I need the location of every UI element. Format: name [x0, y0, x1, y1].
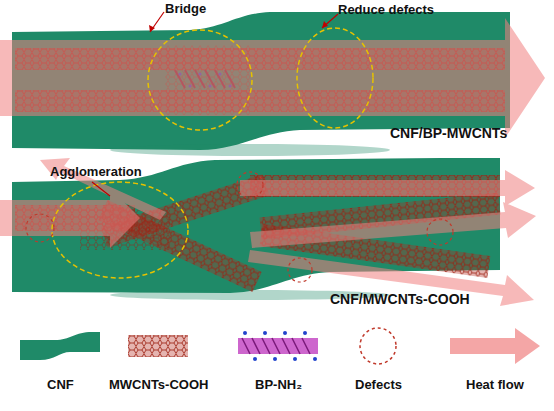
agglomeration-ring — [52, 182, 188, 278]
label-text: Bridge — [165, 2, 206, 16]
label-text: CNF/MWCNTs-COOH — [330, 292, 470, 307]
leader — [322, 14, 338, 28]
label-text: CNF/BP-MWCNTs — [390, 126, 507, 141]
defect-sample — [360, 328, 396, 364]
leader — [92, 182, 110, 196]
heat-flow-arrow — [0, 158, 536, 306]
legend-text: Heat flow — [466, 378, 524, 392]
label-text: Reduce defects — [338, 3, 434, 17]
defect-circle — [26, 172, 453, 282]
defect-ring — [297, 28, 373, 128]
bp-sample — [238, 331, 318, 361]
leader — [150, 12, 164, 32]
legend-text: Defects — [355, 378, 402, 392]
bridge-ring — [148, 30, 252, 130]
heat-flow-arrow — [0, 18, 545, 138]
legend-text: BP-NH₂ — [255, 378, 302, 392]
cnt-sample — [128, 335, 188, 357]
legend-text: CNF — [47, 378, 74, 392]
label-text: Agglomeration — [50, 165, 142, 179]
legend-text: MWCNTs-COOH — [109, 378, 208, 392]
cnf-sample — [20, 332, 100, 360]
heat-flow-sample — [450, 328, 540, 364]
